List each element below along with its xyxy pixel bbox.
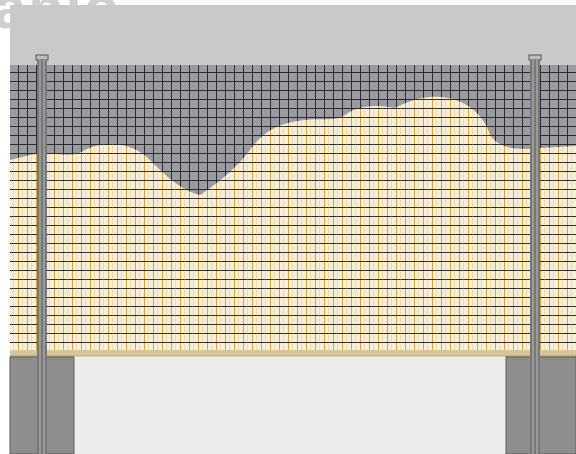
ground-panel <box>10 357 576 454</box>
sky-band <box>10 5 576 65</box>
right-pillar <box>506 357 576 454</box>
fence-post-icon <box>528 54 542 454</box>
fence-base-line <box>10 350 576 356</box>
fence-post-icon <box>35 54 49 454</box>
